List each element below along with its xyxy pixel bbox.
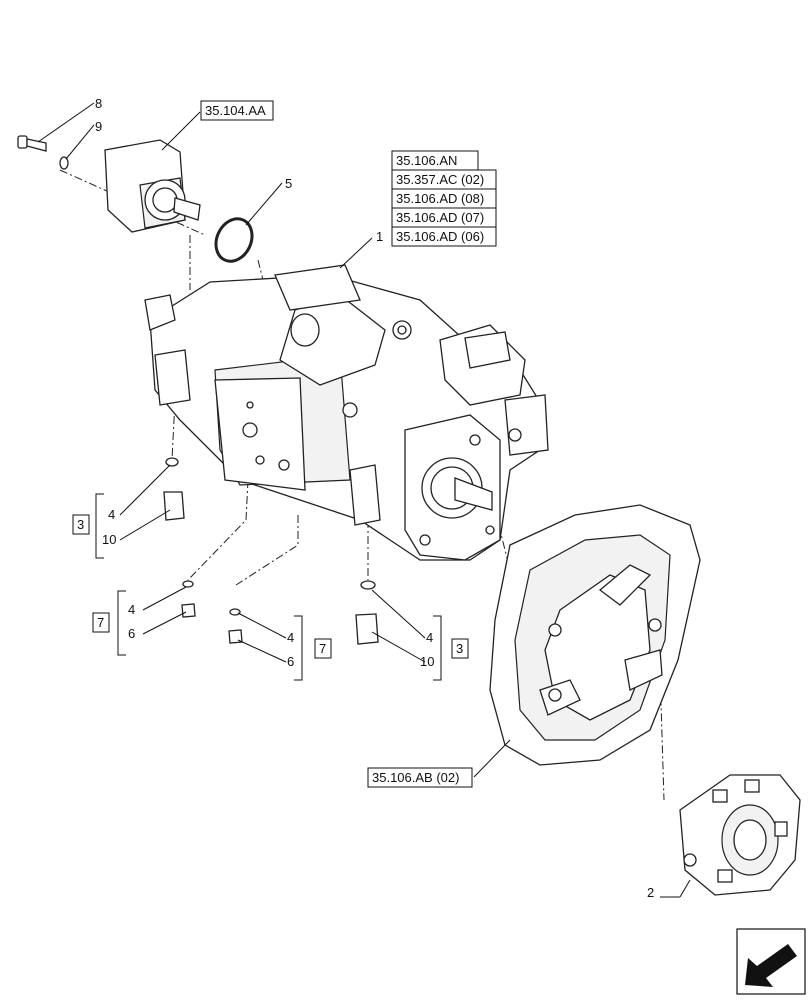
group-box-left-upper[interactable]: 3 xyxy=(72,514,90,535)
svg-text:3: 3 xyxy=(456,641,463,656)
plug-part xyxy=(163,491,185,521)
ref-label: 35.106.AD (06) xyxy=(396,229,484,244)
callout-1: 1 xyxy=(376,229,383,244)
seal-ring-part xyxy=(229,608,241,616)
flywheel-housing-part xyxy=(489,504,701,766)
plug-part xyxy=(181,603,196,618)
group-brackets xyxy=(95,493,442,681)
group-box-left-lower[interactable]: 7 xyxy=(92,612,110,633)
ref-label: 35.106.AB (02) xyxy=(372,770,459,785)
group-box-right[interactable]: 3 xyxy=(451,638,469,659)
o-ring-part xyxy=(214,217,254,263)
ref-box-35-104-aa[interactable]: 35.104.AA xyxy=(200,100,274,121)
ref-label: 35.106.AD (08) xyxy=(396,191,484,206)
callout-6: 6 xyxy=(128,626,135,641)
callout-2: 2 xyxy=(647,885,654,900)
callout-8: 8 xyxy=(95,96,102,111)
callout-5: 5 xyxy=(285,176,292,191)
callout-10: 10 xyxy=(420,654,434,669)
callout-4: 4 xyxy=(426,630,433,645)
ref-label: 35.106.AN xyxy=(396,153,457,168)
ref-label: 35.106.AD (07) xyxy=(396,210,484,225)
group-box-center[interactable]: 7 xyxy=(314,638,332,659)
callout-4: 4 xyxy=(287,630,294,645)
callout-4: 4 xyxy=(108,507,115,522)
main-hydraulic-pump-part xyxy=(144,264,549,561)
svg-text:7: 7 xyxy=(97,615,104,630)
bolt-part xyxy=(17,135,47,152)
callout-10: 10 xyxy=(102,532,116,547)
seal-ring-part xyxy=(165,457,179,467)
svg-text:7: 7 xyxy=(319,641,326,656)
plug-part xyxy=(355,613,379,645)
seal-ring-part xyxy=(360,580,376,590)
ref-box-stack[interactable]: 35.106.AN 35.357.AC (02) 35.106.AD (08) … xyxy=(391,150,497,247)
seal-ring-part xyxy=(182,580,194,588)
callout-4: 4 xyxy=(128,602,135,617)
callout-9: 9 xyxy=(95,119,102,134)
gear-pump-part xyxy=(104,139,201,233)
washer-part xyxy=(59,156,69,170)
ref-label: 35.357.AC (02) xyxy=(396,172,484,187)
ref-label: 35.104.AA xyxy=(205,103,266,118)
callout-6: 6 xyxy=(287,654,294,669)
arrow-navigation-icon[interactable] xyxy=(736,928,806,995)
ref-box-35-106-ab[interactable]: 35.106.AB (02) xyxy=(367,767,473,788)
coupling-part xyxy=(679,774,801,896)
svg-text:3: 3 xyxy=(77,517,84,532)
